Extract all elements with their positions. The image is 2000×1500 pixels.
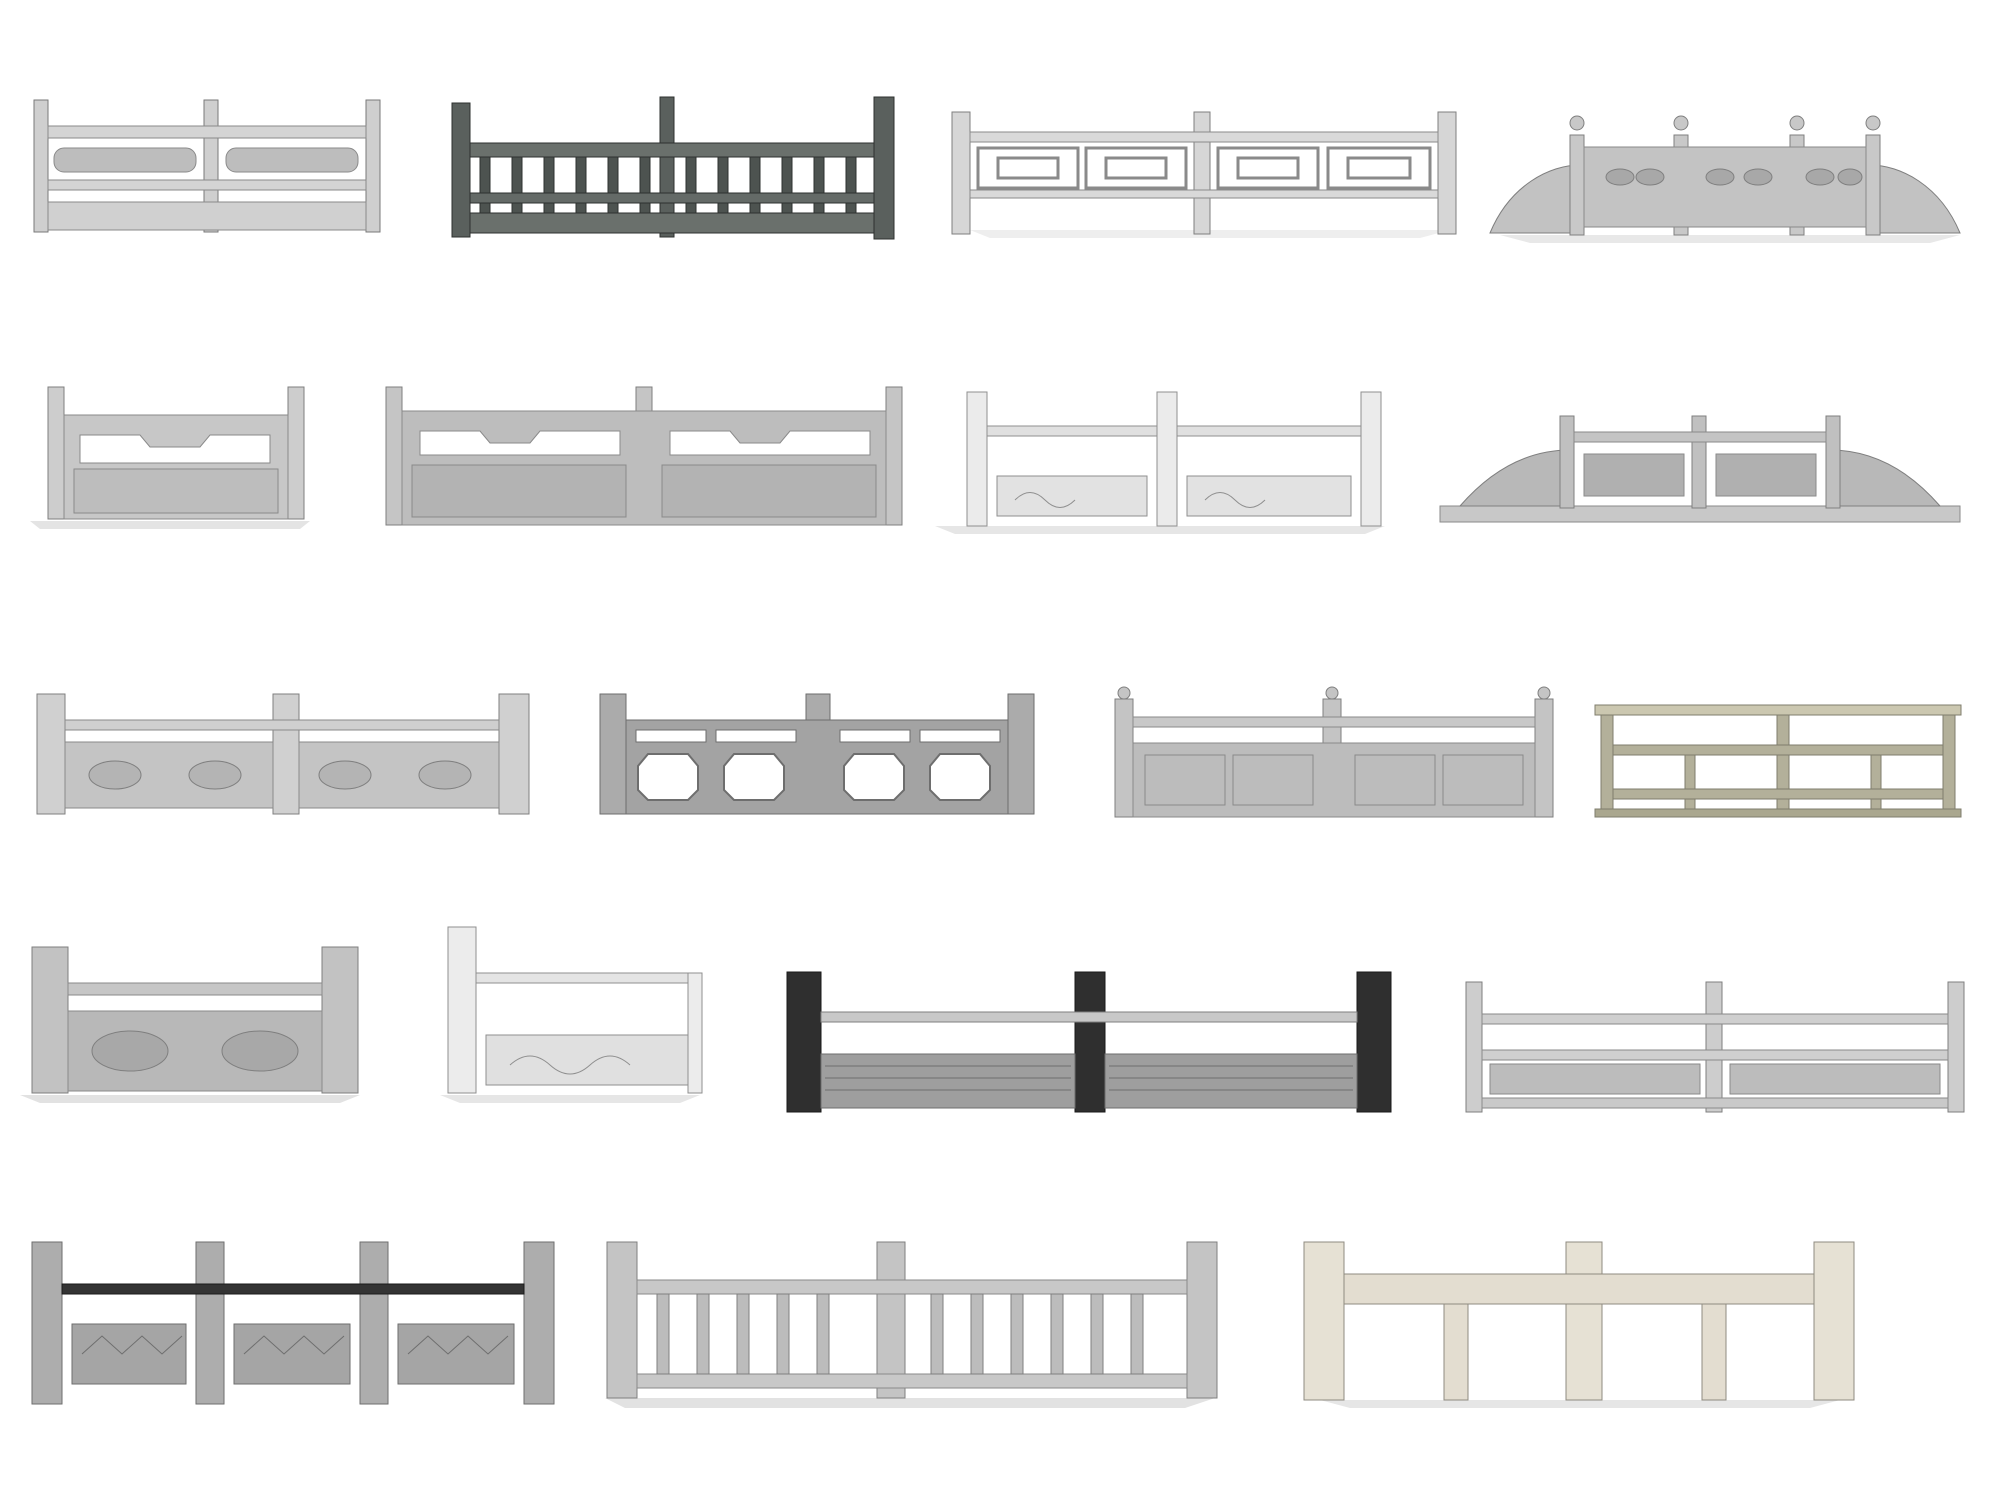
railing-r1a <box>30 90 390 240</box>
railing-r2b <box>380 385 910 530</box>
railing-r5b <box>605 1240 1225 1410</box>
railing-r5a <box>30 1240 560 1410</box>
railing-r2c <box>935 390 1395 535</box>
railing-r4b <box>440 925 710 1105</box>
railing-r3b <box>598 690 1038 820</box>
railing-r4d <box>1460 980 1970 1115</box>
railing-r2d <box>1439 410 1961 525</box>
railing-r4c <box>785 970 1395 1115</box>
railing-r1c <box>950 110 1470 240</box>
railing-r3c <box>1114 685 1555 820</box>
railing-r1d <box>1489 105 1970 245</box>
railing-r3d <box>1594 704 1965 820</box>
railing-r1b <box>450 95 900 245</box>
railing-r2a <box>30 385 320 530</box>
railing-r4a <box>20 945 370 1105</box>
railing-r3a <box>35 690 535 820</box>
railing-r5c <box>1300 1240 1860 1410</box>
